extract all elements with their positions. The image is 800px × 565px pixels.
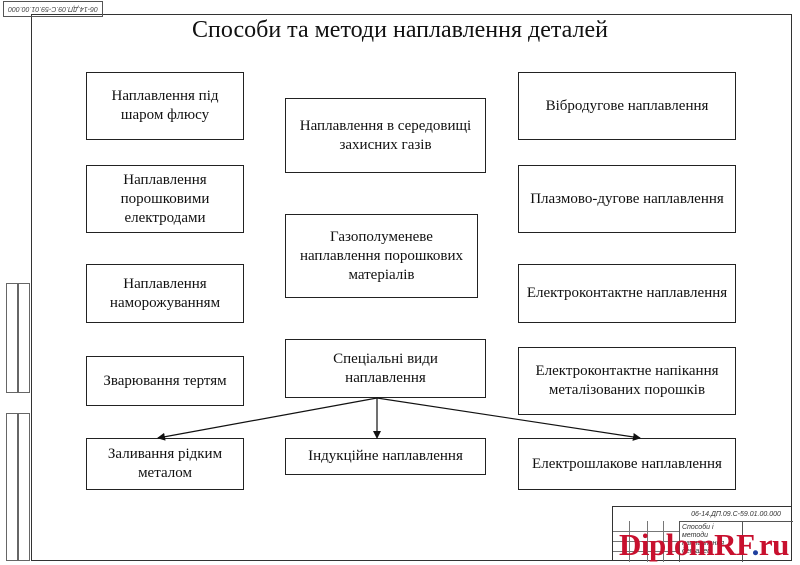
box-contact-powder: Електроконтактне напікання металізованих… bbox=[518, 347, 736, 415]
box-plasma: Плазмово-дугове наплавлення bbox=[518, 165, 736, 233]
title-block-grid bbox=[613, 521, 679, 562]
watermark-logo[interactable]: DiplomRF.ru bbox=[619, 529, 789, 560]
box-friction: Зварювання тертям bbox=[86, 356, 244, 406]
watermark-dot: . bbox=[751, 527, 760, 562]
box-liquid-metal: Заливання рідким металом bbox=[86, 438, 244, 490]
box-special: Спеціальні види наплавлення bbox=[285, 339, 486, 398]
title-block-code: 06-14.ДП.09.С-59.01.00.000 bbox=[679, 507, 793, 522]
page-title: Способи та методи наплавлення деталей bbox=[192, 17, 608, 43]
side-margin-table bbox=[0, 283, 31, 561]
watermark-part2: ru bbox=[758, 527, 790, 562]
box-freezing: Наплавлення наморожуванням bbox=[86, 264, 244, 323]
title-block: 06-14.ДП.09.С-59.01.00.000 Способи і мет… bbox=[612, 506, 793, 562]
box-gas: Наплавлення в середовищі захисних газів bbox=[285, 98, 486, 173]
box-induction: Індукційне наплавлення bbox=[285, 438, 486, 475]
box-vibro: Вібродугове наплавлення bbox=[518, 72, 736, 140]
box-powder-electrodes: Наплавлення порошковими електродами bbox=[86, 165, 244, 233]
box-gas-flame: Газополуменеве наплавлення порошкових ма… bbox=[285, 214, 478, 298]
corner-stamp: 06-14.ДП.09.С-59.01.00.000 bbox=[3, 1, 103, 17]
watermark-part1: DiplomRF bbox=[619, 527, 752, 562]
drawing-frame bbox=[31, 14, 792, 561]
title-block-sheet-name: Способи і методи наплавлення деталей bbox=[679, 521, 743, 562]
box-contact: Електроконтактне наплавлення bbox=[518, 264, 736, 323]
box-electroslag: Електрошлакове наплавлення bbox=[518, 438, 736, 490]
box-flux: Наплавлення під шаром флюсу bbox=[86, 72, 244, 140]
